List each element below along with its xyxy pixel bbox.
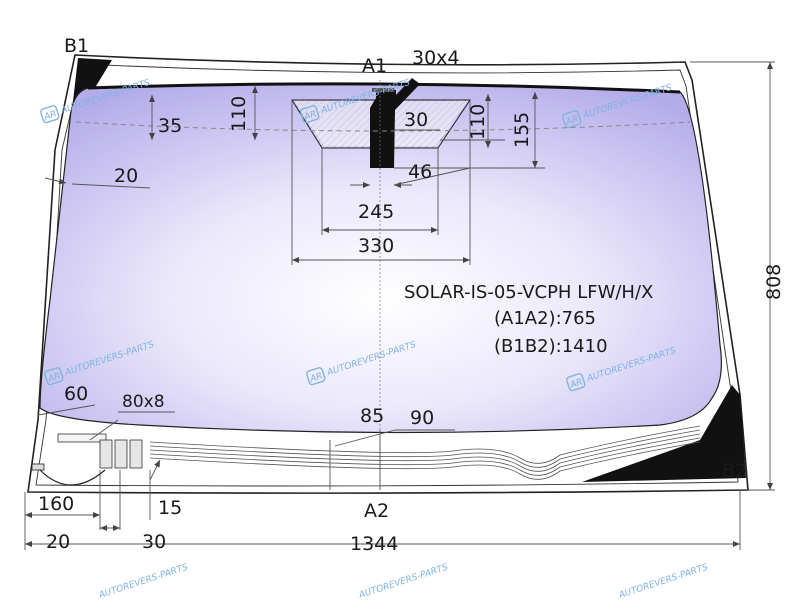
label-110-right: 110 xyxy=(467,104,489,140)
label-b1: B1 xyxy=(64,35,89,57)
label-connector-size: 80x8 xyxy=(122,392,165,412)
dimension-b1b2: (B1B2):1410 xyxy=(494,336,608,357)
label-46: 46 xyxy=(408,161,432,183)
svg-text:AUTOREVERS-PARTS: AUTOREVERS-PARTS xyxy=(357,563,450,600)
watermark-9: AUTOREVERS-PARTS xyxy=(617,563,710,602)
svg-text:AUTOREVERS-PARTS: AUTOREVERS-PARTS xyxy=(617,563,710,600)
dimension-a1a2: (A1A2):765 xyxy=(494,308,596,329)
heating-wires xyxy=(149,425,701,480)
label-245: 245 xyxy=(358,201,394,223)
label-20-left: 20 xyxy=(114,165,138,187)
label-a1: A1 xyxy=(362,55,387,77)
label-60: 60 xyxy=(64,383,88,405)
svg-text:AR: AR xyxy=(308,371,324,385)
label-30-top: 30 xyxy=(404,109,428,131)
product-code: SOLAR-IS-05-VCPH LFW/H/X xyxy=(404,282,653,303)
svg-text:AR: AR xyxy=(42,109,58,123)
label-sensor-size: 30x4 xyxy=(412,47,460,69)
label-a2: A2 xyxy=(364,500,389,522)
label-30-bottom: 30 xyxy=(142,531,166,553)
label-808: 808 xyxy=(763,264,785,300)
svg-text:AR: AR xyxy=(564,114,580,128)
watermark-8: AUTOREVERS-PARTS xyxy=(357,563,450,602)
label-90: 90 xyxy=(410,407,434,429)
label-15: 15 xyxy=(158,497,182,519)
sensor-black-blot xyxy=(370,78,420,168)
label-160: 160 xyxy=(38,493,74,515)
glass-edge-line xyxy=(35,63,739,487)
label-330: 330 xyxy=(358,235,394,257)
sensor-30x4-strip xyxy=(372,88,394,92)
label-1344: 1344 xyxy=(350,533,398,555)
label-35: 35 xyxy=(158,115,182,137)
label-20-bottom: 20 xyxy=(46,531,70,553)
label-155: 155 xyxy=(511,112,533,148)
label-110-left: 110 xyxy=(228,96,250,132)
svg-text:AR: AR xyxy=(568,377,584,391)
svg-text:AUTOREVERS-PARTS: AUTOREVERS-PARTS xyxy=(97,563,190,600)
label-b2: B2 xyxy=(722,460,747,482)
svg-text:AR: AR xyxy=(46,371,62,385)
heater-connectors xyxy=(31,433,143,486)
svg-text:AR: AR xyxy=(302,109,318,123)
dashed-line-35 xyxy=(75,121,691,132)
top-frit-band xyxy=(87,82,681,94)
watermark-7: AUTOREVERS-PARTS xyxy=(97,563,190,602)
label-85: 85 xyxy=(360,405,384,427)
b2-black-corner xyxy=(582,385,746,482)
